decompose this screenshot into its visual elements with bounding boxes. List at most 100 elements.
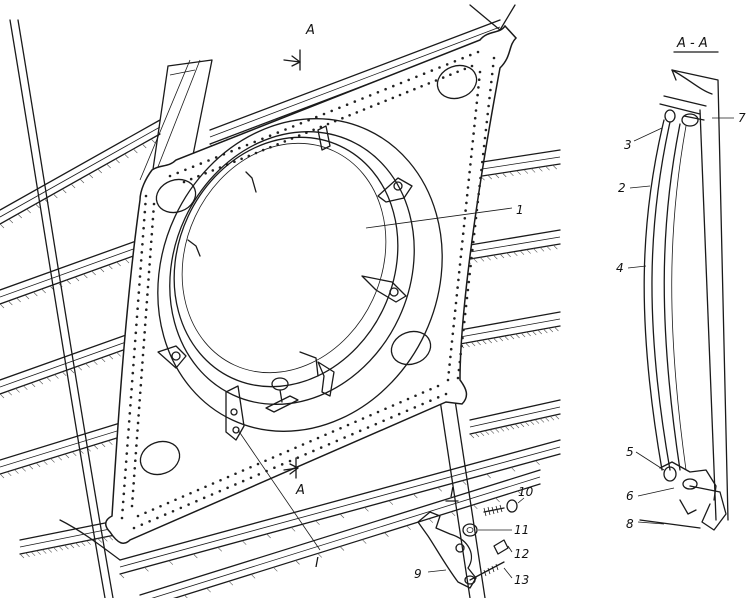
rivet	[467, 178, 471, 182]
rivet	[126, 436, 130, 439]
stringer-line	[19, 519, 121, 541]
rivet	[151, 508, 155, 511]
stringer-hatch	[108, 536, 114, 541]
rivet	[294, 446, 297, 450]
stringer-hatch	[493, 337, 498, 343]
rivet	[422, 72, 426, 75]
rivet	[140, 523, 144, 526]
stringer-hatch	[554, 414, 560, 420]
stringer-hatch	[70, 183, 76, 189]
stringer-hatch	[553, 244, 558, 250]
rivet	[151, 225, 154, 228]
rivet	[238, 146, 241, 150]
stringer-line	[459, 311, 561, 331]
rivet	[276, 131, 280, 134]
stringer-hatch	[545, 166, 550, 171]
window-frame-plate	[105, 24, 518, 545]
stringer-hatch	[494, 173, 500, 179]
rivet	[137, 291, 141, 294]
leader-1	[365, 207, 513, 229]
stringer-hatch	[72, 451, 77, 456]
rivet	[478, 70, 482, 74]
rivet	[264, 459, 267, 463]
rivet	[456, 376, 460, 380]
stringer-hatch	[519, 422, 525, 428]
rivet	[179, 506, 183, 510]
callout-13: 13	[514, 573, 529, 587]
rivet	[146, 285, 150, 289]
stringer-hatch	[523, 169, 529, 174]
fuselage-stringers	[0, 19, 561, 598]
stringer-hatch	[465, 342, 470, 348]
stringer-hatch	[509, 334, 515, 340]
rivet	[195, 499, 198, 503]
rivet	[477, 86, 480, 89]
stringer-hatch	[529, 420, 535, 425]
rivet	[141, 234, 145, 238]
rivet	[135, 323, 138, 327]
rivet	[456, 286, 459, 289]
rivet	[413, 87, 416, 91]
stringer-hatch	[549, 416, 555, 421]
stringer-hatch	[116, 261, 121, 267]
rivet	[184, 168, 187, 172]
stringer-hatch	[499, 253, 505, 259]
stringer-hatch	[273, 567, 278, 572]
rivet	[291, 125, 295, 128]
stringer-hatch	[100, 357, 106, 363]
rivet	[133, 339, 137, 343]
rivet	[138, 275, 142, 278]
rivet	[147, 270, 151, 274]
rivet	[309, 439, 312, 443]
rivet	[434, 79, 438, 82]
rivet	[472, 132, 475, 135]
rivet	[480, 168, 483, 172]
stringer-hatch	[14, 469, 19, 474]
detail-marker-label: I	[315, 556, 319, 571]
stringer-hatch	[124, 153, 129, 159]
stringer-hatch	[64, 453, 70, 459]
rivet	[413, 406, 417, 409]
rivet	[312, 128, 315, 132]
stringer-hatch	[85, 363, 90, 368]
rivet	[476, 200, 480, 204]
rivet	[475, 101, 479, 105]
rivet	[465, 201, 468, 205]
rivet	[230, 149, 233, 153]
callout-5: 5	[626, 445, 634, 459]
rivet	[414, 394, 417, 398]
rivet	[475, 208, 479, 212]
rivet	[202, 496, 206, 500]
rivet	[142, 218, 146, 222]
rivet	[476, 93, 479, 97]
rivet	[127, 420, 131, 423]
rivet	[457, 270, 461, 274]
rivet	[133, 347, 136, 351]
rivet	[458, 360, 462, 364]
stringer-hatch	[499, 427, 505, 432]
rivet	[271, 456, 275, 459]
glass-inner	[663, 123, 681, 471]
stringer-hatch	[106, 163, 111, 169]
rivet	[149, 248, 152, 251]
rivet	[438, 66, 441, 69]
stringer-hatch	[510, 467, 516, 472]
stringer-hatch	[362, 539, 367, 544]
stringer-hatch	[519, 250, 525, 255]
rivet	[280, 463, 284, 466]
rivet	[415, 75, 418, 79]
stringer-hatch	[250, 574, 256, 579]
rivet	[331, 430, 335, 433]
rivet	[144, 315, 148, 319]
rivet	[397, 412, 401, 416]
rivet	[429, 399, 432, 403]
rivet	[133, 466, 137, 470]
rivet	[122, 492, 126, 496]
rivet	[330, 109, 334, 113]
rivet	[319, 446, 323, 449]
rivet	[123, 476, 127, 480]
rivet	[384, 87, 387, 91]
stringer-hatch	[53, 547, 58, 552]
stringer-hatch	[539, 247, 545, 252]
